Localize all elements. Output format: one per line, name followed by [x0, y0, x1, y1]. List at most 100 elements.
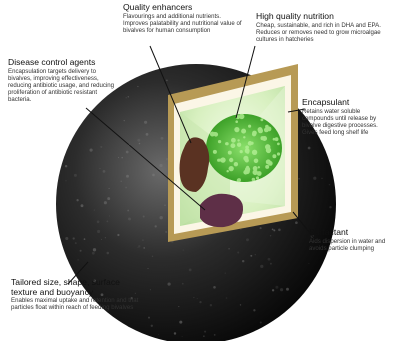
surface-speck — [246, 238, 249, 241]
surface-speck — [99, 168, 100, 169]
surface-speck — [125, 187, 127, 189]
surface-speck — [74, 174, 77, 177]
algae-cell — [248, 141, 253, 146]
surface-speck — [76, 199, 78, 201]
surface-speck — [210, 304, 212, 306]
surface-speck — [298, 178, 300, 180]
surface-speck — [161, 137, 164, 140]
surface-speck — [255, 254, 256, 255]
surfactant-title: Surfactant — [309, 228, 393, 238]
surface-speck — [75, 242, 77, 244]
surface-speck — [273, 229, 275, 231]
surface-speck — [308, 147, 311, 150]
surface-speck — [174, 332, 176, 334]
surface-speck — [143, 215, 145, 217]
surface-speck — [124, 120, 125, 121]
surface-speck — [121, 181, 122, 182]
surface-speck — [178, 306, 179, 307]
surface-speck — [280, 288, 283, 291]
surface-speck — [329, 184, 330, 185]
surface-speck — [213, 286, 216, 289]
surface-speck — [286, 288, 289, 291]
surface-speck — [80, 250, 82, 252]
surface-speck — [182, 283, 184, 285]
algae-cell — [258, 128, 263, 133]
surface-speck — [278, 229, 281, 232]
algae-cell — [254, 159, 259, 164]
algae-cell — [257, 171, 262, 176]
surface-speck — [164, 204, 166, 206]
algae-cell — [230, 143, 235, 148]
surface-speck — [150, 289, 151, 290]
encapsulant-title: Encapsulant — [302, 98, 392, 108]
algae-cell — [239, 114, 244, 119]
surface-speck — [90, 149, 93, 152]
quality-enhancers-title: Quality enhancers — [123, 3, 245, 13]
algae-cell — [243, 136, 245, 138]
algae-cell — [225, 142, 228, 145]
label-high-quality-nutrition: High quality nutrition Cheap, sustainabl… — [256, 12, 393, 43]
algae-cell — [277, 143, 280, 146]
algae-cell — [246, 151, 249, 154]
algae-cell — [265, 144, 270, 149]
surface-speck — [126, 175, 129, 178]
label-tailored: Tailored size, shape, surface texture an… — [11, 278, 141, 311]
surface-speck — [121, 157, 123, 159]
surface-speck — [179, 321, 182, 324]
algae-cell — [248, 125, 251, 128]
label-disease-control: Disease control agents Encapsulation tar… — [8, 58, 120, 104]
surface-speck — [183, 250, 184, 251]
surface-speck — [329, 206, 331, 208]
algae-cell — [245, 146, 249, 150]
surface-speck — [142, 239, 144, 241]
algae-cell — [234, 162, 238, 166]
surface-speck — [152, 256, 153, 257]
surface-speck — [240, 229, 241, 230]
surface-speck — [97, 230, 100, 233]
surface-speck — [109, 216, 110, 217]
surface-speck — [144, 121, 147, 124]
surface-speck — [197, 298, 198, 299]
surface-speck — [214, 334, 216, 336]
surface-speck — [160, 216, 163, 219]
surface-speck — [152, 174, 155, 177]
surface-speck — [148, 317, 150, 319]
algae-cell — [228, 151, 232, 155]
algae-cell — [237, 178, 241, 182]
surface-speck — [253, 309, 255, 311]
algae-cell — [260, 118, 263, 121]
surface-speck — [117, 234, 119, 236]
algae-cell — [237, 139, 239, 141]
surface-speck — [272, 229, 274, 231]
surface-speck — [260, 322, 262, 324]
surface-speck — [240, 304, 241, 305]
surface-speck — [81, 204, 84, 207]
algae-cell — [240, 150, 243, 153]
algae-cell — [226, 170, 228, 172]
nutrition-title: High quality nutrition — [256, 12, 393, 22]
algae-cell — [244, 169, 250, 175]
surface-speck — [260, 227, 262, 229]
surface-speck — [143, 247, 145, 249]
algae-cell — [220, 157, 225, 162]
surface-speck — [321, 178, 322, 179]
surface-speck — [155, 225, 157, 227]
surface-speck — [268, 258, 271, 261]
surface-speck — [93, 248, 96, 251]
surface-speck — [165, 231, 167, 233]
disease-control-title: Disease control agents — [8, 58, 120, 68]
surface-speck — [77, 259, 78, 260]
surface-speck — [107, 252, 110, 255]
algae-cell — [256, 176, 259, 179]
surface-speck — [127, 210, 129, 212]
algae-cell — [260, 136, 264, 140]
surface-speck — [158, 334, 159, 335]
surface-speck — [203, 335, 204, 336]
disease-control-desc: Encapsulation targets delivery to bivalv… — [8, 68, 120, 104]
surface-speck — [97, 221, 100, 224]
algae-cell — [252, 132, 256, 136]
surface-speck — [182, 336, 183, 337]
surface-speck — [137, 139, 140, 142]
surface-speck — [109, 188, 110, 189]
